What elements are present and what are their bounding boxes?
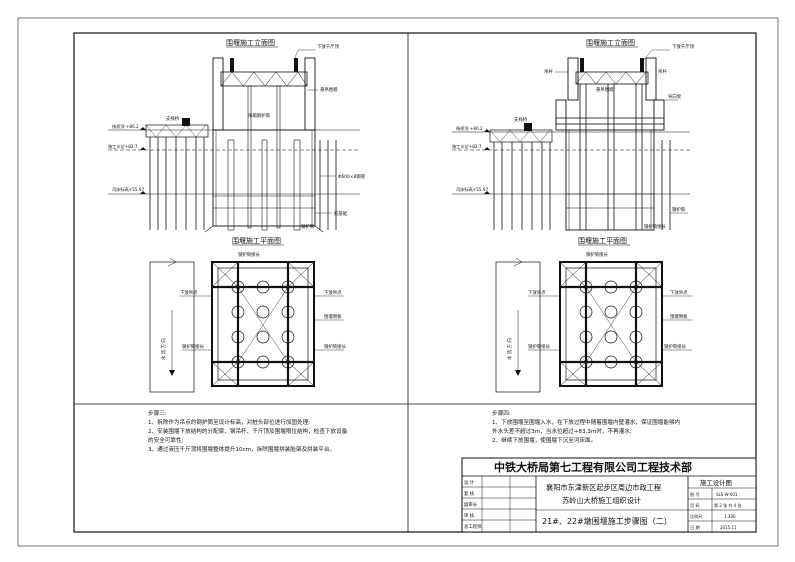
right-note-3: 2、继续下放围堰，使围堰下沉至河床面。 — [492, 438, 597, 444]
left-plan-label-wall-left: 钢护筒接长 — [182, 343, 205, 350]
left-elevation: 围堰施工立面图 — [108, 38, 366, 233]
right-notes-title: 步骤四: — [492, 411, 511, 417]
left-note-1: 1、拆除作为吊点的钢护筒至设计标高，对桩头部位进行加固处理; — [148, 420, 311, 426]
right-river-flow: 水 流 方 向 — [506, 338, 513, 360]
meta-value-scale: 1:300 — [724, 514, 736, 519]
right-note-2: 外水头差不超过3m，当水位超过+83.3m时，不再灌水; — [492, 429, 632, 435]
meta-value-number: SLS-W-001 — [716, 492, 738, 497]
left-elevation-title: 围堰施工立面图 — [226, 38, 275, 47]
left-label-steel-casing: 钢护筒 — [301, 223, 315, 230]
right-label-hanger: 吊杆 — [544, 68, 553, 75]
left-note-4: 3、通过液压千斤顶将围堰整体提升10cm，拆除围堰拼装胎架及拼装平台。 — [148, 447, 336, 453]
project-line-2: 苏岭山大桥施工组织设计 — [562, 496, 641, 505]
left-label-truss-ring: 吊箱钢护筒 — [248, 112, 271, 119]
right-plan-label-guide-right: 钢护筒接长 — [664, 343, 687, 350]
left-label-lower-anchor: 下放千斤顶 — [317, 43, 340, 50]
meta-label-date: 日 期 — [690, 525, 700, 531]
right-top-level: 栈桥顶 +86.2 — [456, 125, 483, 132]
meta-value-page: 第 2 张 共 4 张 — [714, 502, 741, 508]
left-notes-title: 步骤三: — [148, 411, 167, 417]
left-bed-level: 河床标高+55.97 — [112, 186, 145, 193]
outer-border — [17, 17, 779, 547]
right-label-lower-anchor: 下放千斤顶 — [672, 43, 695, 50]
left-plan: 围堰施工平面图 水 流 方 向 钢护筒接长 下放吊点 — [149, 236, 347, 393]
role-check: 复 核 — [464, 490, 475, 497]
right-label-truss-ring: 悬吊围堰 — [596, 86, 614, 93]
drawing-name: 21#、22#墩围堰施工步骤图（二） — [542, 516, 672, 526]
meta-label-page: 页 码 — [690, 502, 700, 509]
left-note-3: 的安全可靠性; — [148, 438, 184, 444]
role-audit: 审 核 — [464, 512, 475, 519]
right-plan-label-guide: 钢护筒接长 — [586, 251, 609, 258]
company-name: 中铁大桥局第七工程有限公司工程技术部 — [494, 460, 692, 474]
left-river-flow: 水 流 方 向 — [160, 338, 167, 360]
left-water-mark: 施工水位+82.7 — [108, 143, 138, 150]
role-review: 副审长 — [464, 501, 478, 508]
right-water-mark: 施工水位+82.7 — [452, 143, 482, 150]
left-label-casing: Φ600×8钢管 — [338, 173, 366, 180]
inner-border — [73, 32, 757, 533]
meta-value-date: 2015.11 — [720, 525, 737, 530]
right-label-guide-bar: 钢护筒接长 — [644, 223, 667, 230]
right-bed-level: 河床标高+55.97 — [456, 186, 489, 193]
project-line-1: 襄阳市东津新区起步区周边市政工程 — [546, 483, 661, 492]
left-plan-label-wall-right: 围堰侧板 — [324, 313, 342, 320]
right-label-guide-frame: 导向架 — [668, 93, 682, 100]
right-elevation: 围堰施工立面图 — [452, 38, 695, 231]
right-plan-title: 围堰施工平面图 — [578, 236, 627, 245]
meta-label-number: 图 号 — [690, 492, 700, 498]
title-block: 中铁大桥局第七工程有限公司工程技术部 设 计 复 核 副审长 审 核 总工程师 … — [461, 457, 757, 533]
role-design: 设 计 — [464, 479, 475, 486]
left-notes: 步骤三: 1、拆除作为吊点的钢护筒至设计标高，对桩头部位进行加固处理; 2、安装… — [148, 410, 398, 455]
right-plan-label-drop-right: 下放吊点 — [670, 289, 688, 296]
drawing-stage: 施工设计图 — [700, 478, 732, 487]
left-plan-title: 围堰施工平面图 — [232, 236, 281, 245]
right-label-support-platform: 支栈桥 — [514, 116, 528, 123]
right-plan: 围堰施工平面图 水 流 方 向 钢护筒接长 下放吊点 钢护筒接长 — [495, 236, 692, 393]
left-plan-label-drop-left: 下放吊点 — [180, 289, 198, 296]
left-plan-label-guide: 钢护筒接长 — [238, 251, 261, 258]
left-plan-label-drop-right: 下放吊点 — [324, 289, 342, 296]
left-label-pile: 桩基础 — [334, 210, 348, 217]
right-notes: 步骤四: 1、下放围堰至围堰入水，在下放过程中随着围堰内壁灌水，保证围堰能够内 … — [492, 410, 742, 446]
right-note-1: 1、下放围堰至围堰入水，在下放过程中随着围堰内壁灌水，保证围堰能够内 — [492, 420, 681, 426]
meta-label-scale: 比例尺 — [690, 513, 703, 520]
right-elevation-title: 围堰施工立面图 — [586, 38, 635, 47]
right-plan-label-drop-left: 下放吊点 — [528, 289, 546, 296]
right-plan-label-wall-right: 围堰侧板 — [670, 313, 688, 320]
left-note-2: 2、安装围堰下放结构的分配梁、钢吊杆、千斤顶及围堰限位结构，检查下放设备 — [148, 429, 348, 435]
right-plan-label-wall-left: 钢护筒接长 — [528, 343, 551, 350]
left-label-support-platform: 支栈桥 — [166, 115, 180, 122]
right-label-hanger-right: 吊杆 — [658, 68, 667, 75]
left-top-level: 栈桥顶 +86.2 — [112, 123, 139, 130]
left-plan-label-guide-right: 钢护筒接长 — [324, 343, 347, 350]
role-chief: 总工程师 — [464, 523, 482, 530]
left-label-hanger-rod: 悬吊围堰 — [320, 86, 338, 93]
right-label-steel-casing: 钢护筒 — [672, 206, 686, 213]
